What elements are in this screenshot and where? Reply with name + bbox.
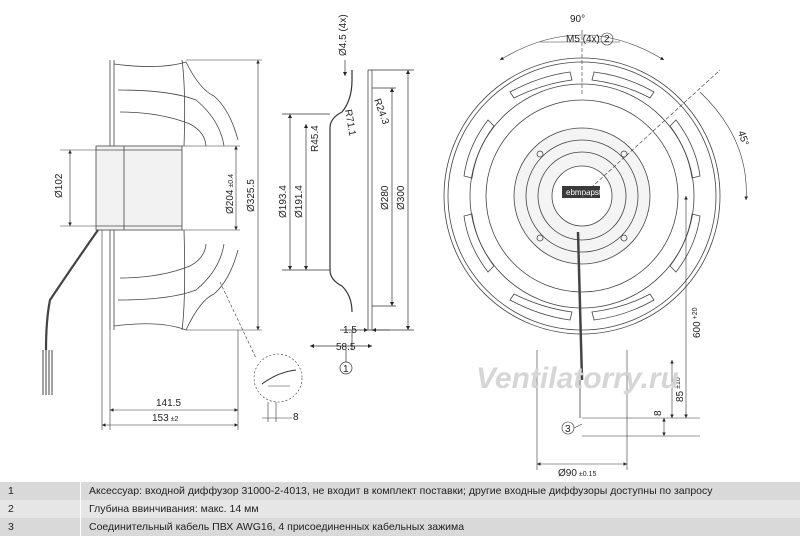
notes-table: 1 Аксессуар: входной диффузор 31000-2-40… [0,482,800,536]
dim-m5: M5 (4x) [566,34,600,45]
dim-d204: Ø204±0.4 [225,174,236,214]
dim-85: 85±10 [675,377,686,402]
front-dim-lines [499,30,749,470]
dim-d280: Ø280 [380,185,391,210]
dim-45-deg: 45° [735,130,750,148]
dim-d300: Ø300 [396,185,407,210]
note-text: Глубина ввинчивания: макс. 14 мм [89,503,259,515]
inlet-diffuser-profile [282,60,414,375]
note-text: Аксессуар: входной диффузор 31000-2-4013… [89,485,713,497]
dim-r45-4: R45.4 [310,125,321,152]
note-row-2: 2 Глубина ввинчивания: макс. 14 мм [0,500,800,518]
dim-d191-4: Ø191.4 [294,185,305,218]
note-number: 2 [0,500,81,518]
note-number: 1 [0,482,81,500]
dim-d4-5: Ø4.5 (4x) [338,14,349,56]
dim-8-left: 8 [293,412,299,423]
note-text: Соединительный кабель ПВХ AWG16, 4 присо… [89,521,465,533]
side-dim-lines [60,59,303,430]
dim-1-5: 1.5 [343,325,357,336]
dim-58-5: 58.5 [336,342,356,353]
technical-drawing: Ø102 Ø204±0.4 Ø325.5 141.5 153±2 8 Ø4.5 … [42,14,750,479]
callout-2: 2 [604,34,610,45]
watermark: Ventilatorry.ru [476,362,679,395]
brand-text: ebmpapst [566,188,602,197]
side-view [42,59,239,395]
note-number: 3 [0,518,81,536]
dim-r71-1: R71.1 [342,109,358,138]
dim-d193-4: Ø193.4 [278,185,289,218]
note-row-3: 3 Соединительный кабель ПВХ AWG16, 4 при… [0,518,800,536]
dim-90-deg: 90° [570,14,585,25]
dim-8-right: 8 [653,410,664,416]
callout-1: 1 [343,364,349,375]
dim-d325-5: Ø325.5 [246,179,257,212]
callout-3: 3 [565,424,571,435]
note-row-1: 1 Аксессуар: входной диффузор 31000-2-40… [0,482,800,500]
dim-d90: Ø90±0.15 [558,468,596,479]
dim-141-5: 141.5 [156,398,181,409]
dim-r24-3: R24.3 [371,97,391,126]
brand-label [562,186,600,198]
dim-153: 153±2 [152,413,179,424]
dim-d102: Ø102 [54,173,65,198]
dim-600: 600+20 [692,307,703,338]
